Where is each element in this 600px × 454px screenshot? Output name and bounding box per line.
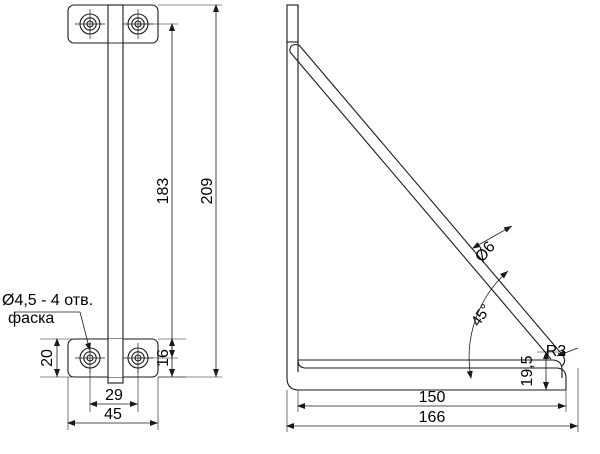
top-tab xyxy=(286,4,299,43)
dimension-label-150: 150 xyxy=(419,389,446,406)
hole-bottom-left xyxy=(75,343,105,373)
hole-note-line1: Ø4,5 - 4 отв. xyxy=(2,292,93,309)
dimension-150 xyxy=(297,390,567,412)
dimension-label-29: 29 xyxy=(105,387,123,404)
hole-note-line2: фаска xyxy=(8,310,54,327)
dimension-label-166: 166 xyxy=(419,409,446,426)
diagonal-brace xyxy=(289,44,566,367)
dimension-label-20: 20 xyxy=(39,349,56,367)
hole-top-left xyxy=(75,9,105,39)
vertical-arm xyxy=(107,4,124,384)
dimension-label-19-5: 19,5 xyxy=(519,355,536,386)
dimension-label-16: 16 xyxy=(155,349,172,367)
dimension-label-183: 183 xyxy=(155,178,172,205)
side-view xyxy=(286,4,579,432)
drawing-labels: Ø4,5 - 4 отв. фаска 183 209 20 16 29 45 … xyxy=(2,178,566,426)
front-view xyxy=(14,4,222,430)
dimension-29 xyxy=(89,368,139,412)
dimension-label-angle-45: 45° xyxy=(468,301,495,329)
side-horizontal-arm xyxy=(286,359,567,391)
dimension-angle-45 xyxy=(466,270,509,379)
dimension-rod-diameter xyxy=(472,225,513,249)
dimension-label-45-width: 45 xyxy=(104,406,122,423)
leader-r3 xyxy=(556,347,579,357)
dimension-label-r3: R3 xyxy=(546,343,567,360)
side-vertical-arm xyxy=(286,5,299,378)
dimension-label-rod-diameter: Ø6 xyxy=(472,238,499,265)
dimension-16 xyxy=(158,338,186,378)
hole-note-leader xyxy=(14,311,91,352)
dimension-20 xyxy=(40,338,72,378)
dimension-45-width xyxy=(67,377,159,430)
dimension-166 xyxy=(286,368,579,432)
dimension-label-209: 209 xyxy=(199,178,216,205)
